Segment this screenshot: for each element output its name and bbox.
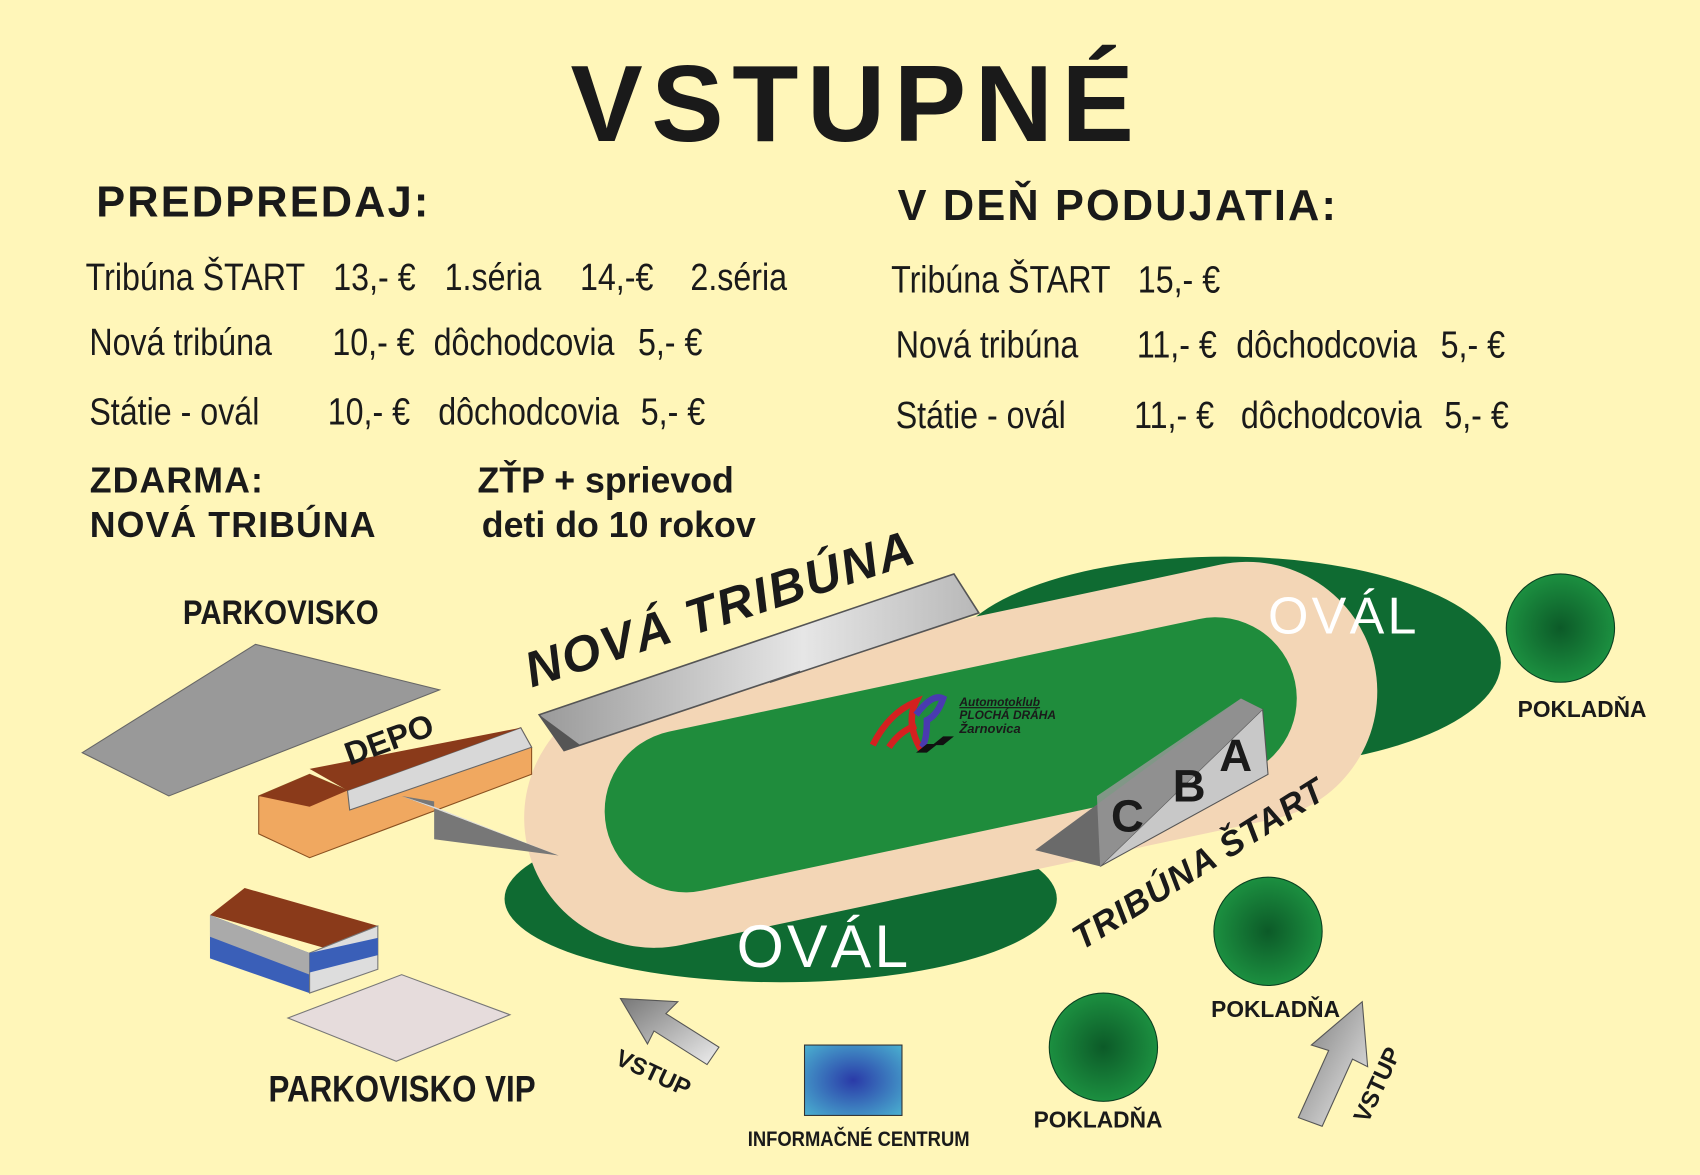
info-center [803, 1044, 903, 1116]
price-value: 11,- € [1137, 324, 1217, 366]
stadium-map: OVÁL OVÁL Automotoklub PLOCHÁ DRÁHA Žarn… [81, 519, 1647, 1151]
free-who: ZŤP + sprievod [477, 461, 733, 501]
field [604, 617, 1297, 893]
price-value: 5,- € [1441, 324, 1506, 366]
price-value: 15,- € [1138, 259, 1221, 301]
info-center-label: INFORMAČNÉ CENTRUM [748, 1125, 970, 1151]
oval-label: OVÁL [1268, 588, 1420, 646]
price-note: dôchodcovia [434, 322, 615, 364]
vip-parking-area [286, 974, 512, 1062]
sector-label: B [1173, 760, 1206, 811]
free-area: NOVÁ TRIBÚNA [90, 505, 377, 545]
price-note: 2.séria [690, 257, 787, 299]
free-heading: ZDARMA: [90, 461, 264, 501]
event-day-heading: V DEŇ PODUJATIA: [898, 181, 1338, 230]
ticket-office-label: POKLADŇA [1034, 1106, 1163, 1132]
vip-building [209, 888, 379, 994]
ticket-office [1505, 573, 1616, 683]
page-title: VSTUPNÉ [570, 43, 1142, 164]
price-value: 5,- € [641, 391, 706, 433]
ticket-office [1048, 992, 1159, 1102]
vip-parking-label: PARKOVISKO VIP [268, 1069, 535, 1110]
presale-prices: Tribúna ŠTART 13,- € 1.séria 14,-€ 2.sér… [86, 257, 1510, 437]
presale-heading: PREDPREDAJ: [96, 179, 430, 227]
price-note: dôchodcovia [438, 391, 619, 433]
sector-label: C [1111, 791, 1144, 842]
price-label: Státie - ovál [896, 394, 1066, 436]
price-note: dôchodcovia [1241, 394, 1422, 436]
free-entry: ZDARMA: NOVÁ TRIBÚNA ZŤP + sprievod deti… [90, 461, 756, 545]
parking-area [81, 643, 442, 797]
price-note: dôchodcovia [1236, 324, 1417, 366]
ticket-office [1213, 876, 1323, 987]
price-value: 10,- € [328, 391, 411, 433]
sector-label: A [1219, 730, 1252, 781]
logo-text: PLOCHÁ DRÁHA [959, 707, 1056, 722]
parking-label: PARKOVISKO [183, 593, 379, 632]
price-value: 14,-€ [580, 257, 654, 299]
price-label: Státie - ovál [89, 391, 259, 433]
logo-text: Žarnovica [958, 721, 1020, 736]
logo-text: Automotoklub [958, 695, 1040, 709]
price-value: 10,- € [332, 322, 415, 364]
entrance-arrow: VSTUP [1297, 1000, 1407, 1127]
price-value: 5,- € [638, 322, 703, 364]
price-label: Nová tribúna [89, 322, 272, 364]
price-value: 13,- € [333, 257, 416, 299]
oval-label: OVÁL [737, 912, 912, 980]
price-label: Nová tribúna [896, 324, 1079, 366]
ticket-office-label: POKLADŇA [1518, 696, 1647, 722]
ticket-office-label: POKLADŇA [1211, 996, 1340, 1022]
price-note: 1.séria [445, 257, 542, 299]
price-label: Tribúna ŠTART [891, 259, 1111, 301]
club-logo: Automotoklub PLOCHÁ DRÁHA Žarnovica [869, 694, 1056, 753]
price-value: 11,- € [1134, 394, 1214, 436]
price-value: 5,- € [1444, 394, 1509, 436]
free-who: deti do 10 rokov [482, 505, 756, 545]
price-label: Tribúna ŠTART [86, 257, 306, 299]
